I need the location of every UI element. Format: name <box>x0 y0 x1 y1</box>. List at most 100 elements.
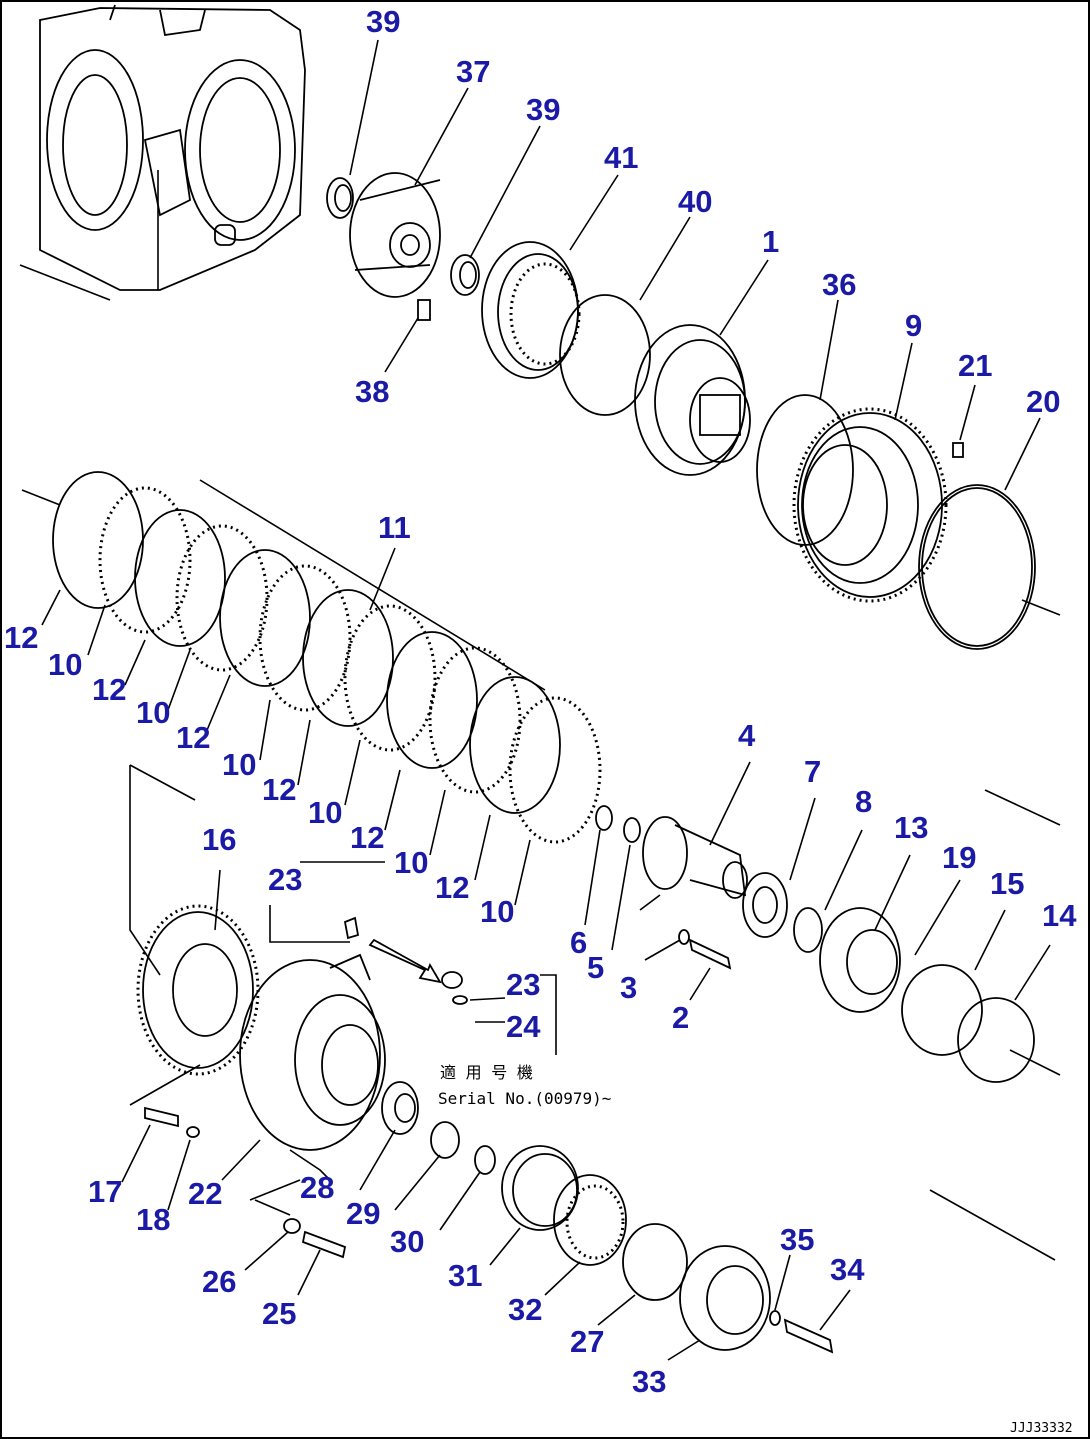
callout-11: 11 <box>378 510 411 545</box>
callout-34: 34 <box>830 1252 865 1287</box>
callout-27: 27 <box>570 1324 604 1359</box>
arrow <box>368 938 442 984</box>
leader-lines-top <box>349 39 1061 616</box>
callout-17: 17 <box>88 1174 122 1209</box>
part-30-snap-ring <box>474 1145 496 1175</box>
callout-18: 18 <box>136 1202 170 1237</box>
part-28-bearing <box>381 1081 419 1135</box>
part-10-disc <box>258 564 352 712</box>
callout-22: 22 <box>188 1176 222 1211</box>
callout-9: 9 <box>905 308 922 343</box>
callout-32: 32 <box>508 1292 542 1327</box>
part-22-housing <box>239 953 386 1151</box>
part-32-bearing <box>553 1174 627 1266</box>
part-12-plate <box>469 676 561 814</box>
callout-16: 16 <box>202 822 236 857</box>
drawing-code: JJJ33332 <box>1010 1421 1073 1436</box>
part-15-ring <box>901 964 983 1056</box>
callout-29: 29 <box>346 1196 380 1231</box>
part-8-ring <box>793 907 823 953</box>
callout-12: 12 <box>435 870 469 905</box>
part-3-washer <box>678 929 690 945</box>
transmission-case <box>19 4 306 301</box>
callout-2: 2 <box>672 1000 689 1035</box>
callout-26: 26 <box>202 1264 236 1299</box>
callout-7: 7 <box>804 754 821 789</box>
callout-25: 25 <box>262 1296 296 1331</box>
callout-12: 12 <box>350 820 384 855</box>
part-38-bolt <box>417 299 431 321</box>
callout-12: 12 <box>4 620 38 655</box>
callout-10: 10 <box>48 647 82 682</box>
part-37-cover <box>349 172 441 298</box>
callout-3: 3 <box>620 970 637 1005</box>
part-41-ring <box>481 241 581 379</box>
part-17-bolt <box>144 1106 179 1128</box>
callout-36: 36 <box>822 267 856 302</box>
part-10-disc <box>175 524 269 672</box>
part-35-washer <box>769 1310 781 1326</box>
callout-14: 14 <box>1042 898 1077 933</box>
part-5-ring <box>623 817 641 843</box>
part-21-pin <box>952 442 964 458</box>
callout-37: 37 <box>456 54 490 89</box>
part-33-cover <box>679 1245 771 1351</box>
callout-10: 10 <box>394 845 428 880</box>
callout-23: 23 <box>268 862 302 897</box>
part-12-plate <box>302 589 394 727</box>
callout-41: 41 <box>604 140 638 175</box>
callout-39: 39 <box>526 92 560 127</box>
callout-19: 19 <box>942 840 976 875</box>
part-1-carrier <box>634 324 751 476</box>
callout-4: 4 <box>738 718 756 753</box>
leader-lines-shaft <box>584 761 1061 1076</box>
part-34-bolt <box>783 1318 834 1354</box>
callout-20: 20 <box>1026 384 1060 419</box>
callout-39: 39 <box>366 4 400 39</box>
part-31-sleeve <box>501 1145 579 1231</box>
part-12-plate <box>52 471 144 609</box>
part-12-plate <box>219 549 311 687</box>
callout-38: 38 <box>355 374 389 409</box>
part-18-washer <box>186 1126 200 1138</box>
callout-10: 10 <box>136 695 170 730</box>
part-14-ring <box>957 997 1035 1083</box>
part-4-shaft <box>642 816 748 899</box>
clutch-pack <box>21 471 602 844</box>
part-10-disc <box>343 604 437 752</box>
part-2-bolt <box>688 938 732 970</box>
part-6-ring <box>595 805 613 831</box>
callout-labels: 39 37 39 41 40 1 36 9 21 20 38 11 12 10 … <box>4 4 1077 1399</box>
callout-35: 35 <box>780 1222 814 1257</box>
callout-10: 10 <box>480 894 514 929</box>
callout-10: 10 <box>222 747 256 782</box>
part-12-plate <box>134 509 226 647</box>
bracket-23 <box>269 861 557 1055</box>
callout-5: 5 <box>587 950 604 985</box>
callout-12: 12 <box>262 772 296 807</box>
part-24-o-ring <box>452 995 468 1005</box>
callout-28: 28 <box>300 1170 334 1205</box>
part-23-plug <box>343 916 360 940</box>
part-23-plug-b <box>441 971 463 989</box>
part-10-disc <box>98 486 192 634</box>
part-40-snap-ring <box>559 294 651 416</box>
part-39-seal-b <box>450 254 480 296</box>
callout-8: 8 <box>855 784 872 819</box>
part-13-hub <box>819 907 901 1013</box>
callout-33: 33 <box>632 1364 666 1399</box>
part-7-plate <box>742 872 788 938</box>
leader-lines-lower <box>121 764 1056 1361</box>
callout-6: 6 <box>570 925 587 960</box>
callout-40: 40 <box>678 184 712 219</box>
serial-note-number: Serial No.(00979)~ <box>438 1089 611 1108</box>
callout-1: 1 <box>762 224 779 259</box>
callout-21: 21 <box>958 348 992 383</box>
callout-12: 12 <box>92 672 126 707</box>
callout-31: 31 <box>448 1258 482 1293</box>
part-25-bolt <box>301 1230 347 1259</box>
callout-10: 10 <box>308 795 342 830</box>
callout-15: 15 <box>990 866 1024 901</box>
